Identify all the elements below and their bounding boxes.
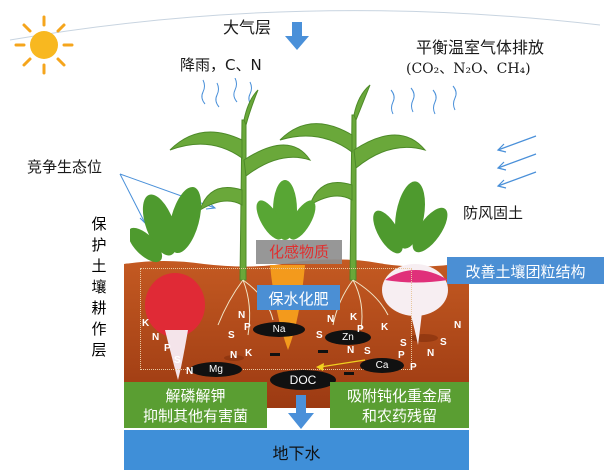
adsorb-line1: 吸附钝化重金属 — [346, 387, 452, 405]
dash-mark — [318, 350, 328, 353]
soil-structure-box — [447, 257, 604, 284]
protect-vertical-text: 保 护 土 壤 耕 作 层 — [90, 214, 108, 361]
sky-arc — [9, 10, 601, 41]
nutrient-p: P — [398, 350, 405, 361]
phosphorus-line1: 解磷解钾 — [165, 387, 226, 405]
nutrient-p: P — [164, 343, 171, 354]
protect-char: 耕 — [91, 299, 107, 317]
doc-arrow — [316, 359, 366, 371]
wind-arrows — [496, 135, 537, 189]
nutrient-n: N — [186, 366, 194, 377]
nutrient-n: N — [454, 320, 462, 331]
nutrient-k: K — [142, 318, 150, 329]
sun-icon — [14, 15, 74, 75]
nutrient-p: P — [244, 322, 251, 333]
na-ellipse: Na — [253, 322, 305, 337]
groundwater-label: 地下水 — [272, 444, 321, 463]
dash-mark — [270, 353, 280, 356]
ghg-title: 平衡温室气体排放 — [416, 38, 545, 57]
atmosphere-label: 大气层 — [223, 18, 272, 37]
ca-ellipse: Ca — [360, 358, 404, 373]
adsorb-line2: 和农药残留 — [361, 407, 437, 425]
protect-char: 土 — [91, 257, 107, 275]
rhizosphere-frame — [140, 268, 412, 370]
protect-char: 作 — [91, 320, 107, 338]
protect-char: 层 — [91, 341, 107, 359]
competition-label: 竞争生态位 — [27, 158, 103, 176]
plants — [130, 84, 448, 380]
nutrient-n: N — [347, 345, 355, 356]
mg-ellipse: Mg — [190, 362, 242, 377]
phosphorus-line2: 抑制其他有害菌 — [142, 407, 248, 425]
protect-char: 护 — [91, 236, 107, 254]
phosphorus-box — [124, 382, 267, 428]
nutrient-s: S — [228, 330, 235, 341]
rain-label: 降雨，C、N — [180, 56, 262, 74]
nutrient-s: S — [316, 330, 323, 341]
windbreak-label: 防风固土 — [463, 204, 524, 222]
nutrient-n: N — [230, 350, 238, 361]
allelo-box — [256, 240, 342, 264]
nutrient-s: S — [440, 337, 447, 348]
nutrient-n: N — [327, 314, 335, 325]
adsorb-box — [330, 382, 469, 428]
zn-ellipse: Zn — [325, 330, 371, 345]
nutrient-n: N — [238, 310, 246, 321]
nutrient-n: N — [427, 348, 435, 359]
nutrient-p: P — [357, 324, 364, 335]
nutrient-s: S — [174, 355, 181, 366]
doc-ellipse: DOC — [270, 370, 336, 390]
protect-char: 壤 — [91, 278, 107, 296]
soil-structure-label: 改善土壤团粒结构 — [465, 263, 586, 281]
nutrient-n: N — [152, 332, 160, 343]
ghg-gases: (CO₂、N₂O、CH₄) — [406, 61, 531, 77]
down-arrow-icon — [285, 22, 309, 50]
percolation-arrow — [288, 395, 314, 429]
nutrient-k: K — [381, 322, 389, 333]
nutrient-k: K — [350, 312, 358, 323]
protect-char: 保 — [91, 215, 107, 233]
groundwater-band — [124, 430, 469, 470]
water-box — [257, 285, 340, 310]
nutrient-s: S — [400, 338, 407, 349]
nutrient-k: K — [245, 348, 253, 359]
dash-mark — [344, 372, 354, 375]
emission-wisps — [390, 85, 457, 115]
allelo-label: 化感物质 — [268, 243, 329, 261]
nutrient-s: S — [364, 346, 371, 357]
nutrient-p: P — [410, 362, 417, 373]
water-label: 保水化肥 — [268, 290, 329, 308]
